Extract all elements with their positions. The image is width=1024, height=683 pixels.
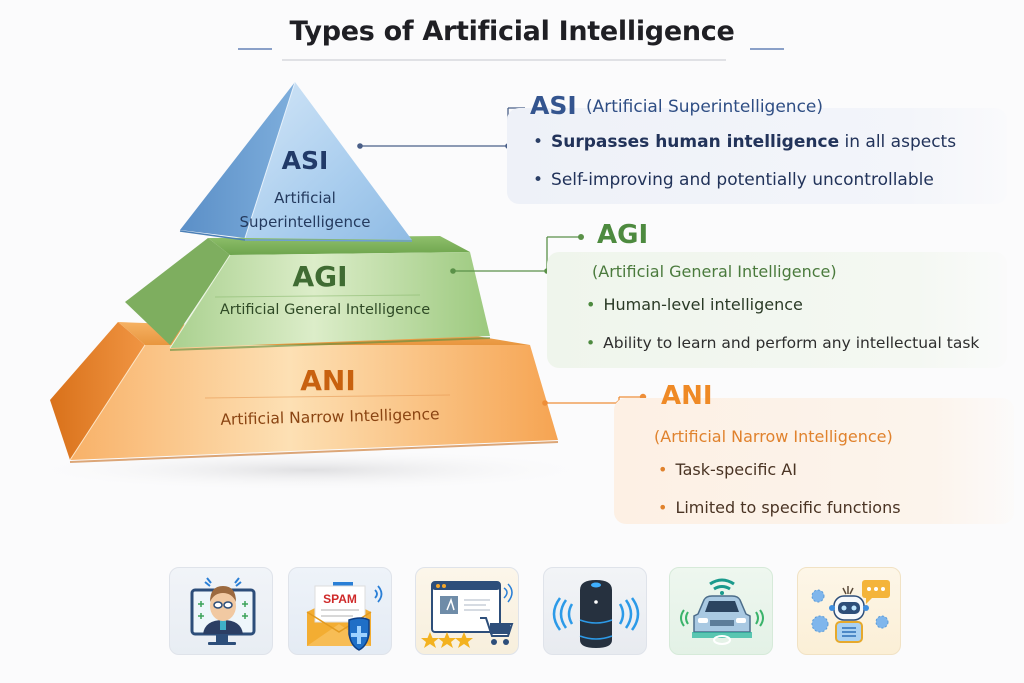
bullet-icon: • bbox=[533, 170, 544, 190]
ani-subtitle: (Artificial Narrow Intelligence) bbox=[654, 427, 893, 446]
ani-description-panel bbox=[614, 398, 1014, 524]
agi-pyramid-abbr: AGI bbox=[292, 260, 348, 293]
ani-bullet-1-text: Task-specific AI bbox=[675, 460, 797, 479]
agi-bullet-1: • Human-level intelligence bbox=[586, 295, 803, 314]
bullet-icon: • bbox=[586, 334, 596, 352]
ani-heading: ANI bbox=[661, 381, 713, 411]
asi-bullet-2: • Self-improving and potentially uncontro… bbox=[533, 170, 934, 190]
agi-bullet-1-text: Human-level intelligence bbox=[603, 295, 803, 314]
pyramid-graphic bbox=[10, 81, 647, 492]
asi-pyramid-abbr: ASI bbox=[281, 146, 329, 175]
agi-pyramid-label: Artificial General Intelligence bbox=[219, 302, 431, 318]
asi-bullet-1: • Surpasses human intelligence in all asp… bbox=[533, 132, 956, 152]
face-recognition-icon bbox=[169, 567, 273, 655]
agi-subtitle: (Artificial General Intelligence) bbox=[592, 262, 837, 281]
asi-connector bbox=[357, 107, 525, 149]
bullet-icon: • bbox=[658, 460, 668, 479]
asi-pyramid-label: Artificial Superintelligence bbox=[220, 186, 390, 234]
asi-pyramid-label-line2: Superintelligence bbox=[239, 213, 371, 231]
asi-bullet-1-bold: Surpasses human intelligence bbox=[551, 132, 840, 152]
recommendation-shopping-icon bbox=[415, 567, 519, 655]
page-title: Types of Artificial Intelligence bbox=[289, 16, 735, 47]
ani-pyramid-abbr: ANI bbox=[300, 364, 356, 397]
title-underline bbox=[282, 59, 726, 61]
agi-bullet-2: • Ability to learn and perform any intell… bbox=[586, 334, 979, 352]
svg-text:SPAM: SPAM bbox=[323, 592, 357, 606]
agi-description-panel bbox=[547, 252, 1007, 368]
asi-subtitle: (Artificial Superintelligence) bbox=[586, 97, 824, 117]
smart-speaker-icon bbox=[543, 567, 647, 655]
bullet-icon: • bbox=[658, 498, 668, 517]
bullet-icon: • bbox=[533, 132, 544, 152]
ani-bullet-2-text: Limited to specific functions bbox=[675, 498, 901, 517]
asi-description-panel bbox=[507, 108, 1007, 204]
asi-heading: ASI bbox=[530, 91, 577, 120]
ani-bullet-1: • Task-specific AI bbox=[658, 460, 797, 479]
title-area: Types of Artificial Intelligence bbox=[0, 12, 1024, 62]
title-right-dash bbox=[750, 48, 784, 50]
ani-bullet-2: • Limited to specific functions bbox=[658, 498, 901, 517]
agi-bullet-2-text: Ability to learn and perform any intelle… bbox=[603, 334, 980, 352]
asi-bullet-1-rest: in all aspects bbox=[839, 132, 957, 152]
spam-filter-icon: SPAM bbox=[288, 567, 392, 655]
asi-pyramid-label-line1: Artificial bbox=[274, 189, 336, 207]
chatbot-icon bbox=[797, 567, 901, 655]
title-left-dash bbox=[238, 48, 272, 50]
agi-heading: AGI bbox=[597, 220, 649, 250]
asi-bullet-2-text: Self-improving and potentially uncontrol… bbox=[551, 170, 934, 190]
self-driving-car-icon bbox=[669, 567, 773, 655]
bullet-icon: • bbox=[586, 295, 596, 314]
